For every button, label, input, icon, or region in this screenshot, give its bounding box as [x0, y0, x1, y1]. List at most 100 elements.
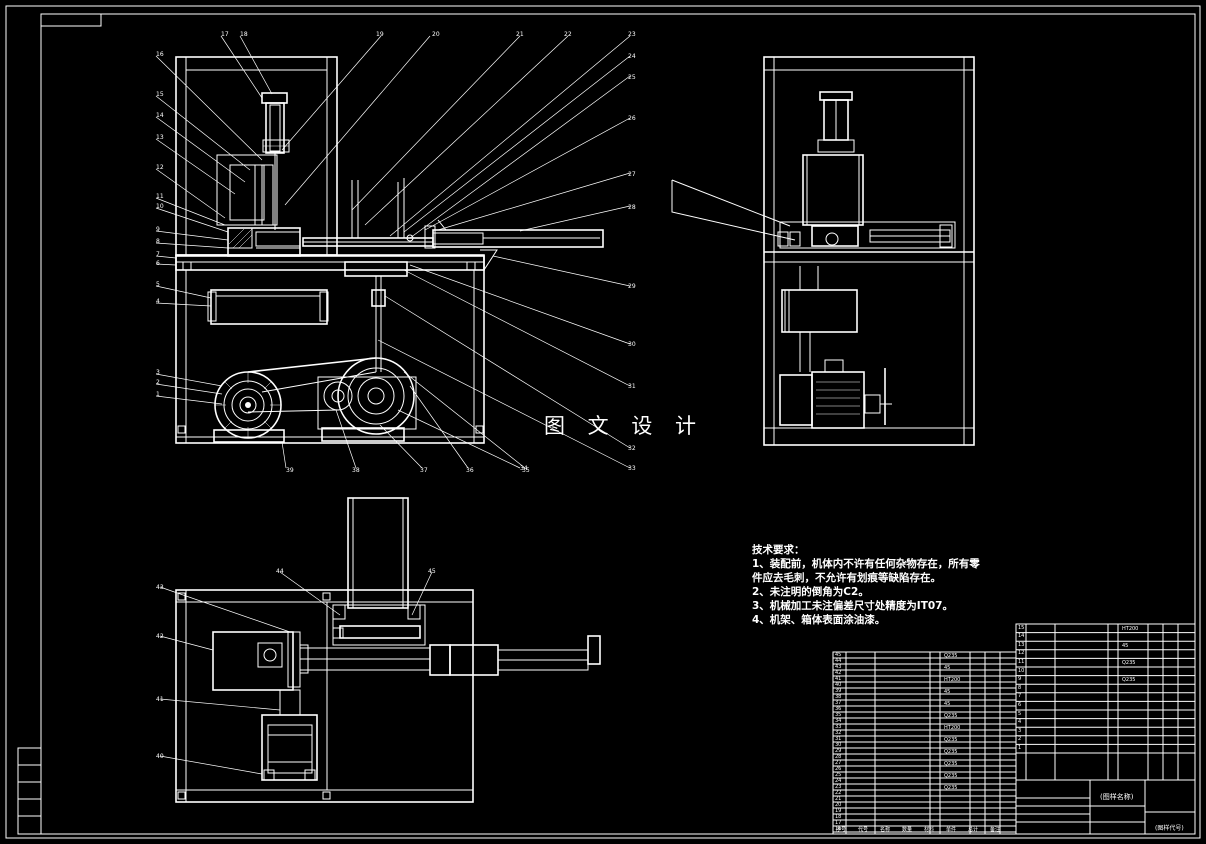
- svg-text:2: 2: [156, 379, 160, 386]
- tech-line-4: 3、机械加工未注偏差尺寸处精度为IT07。: [752, 600, 953, 612]
- bom-left-row-number: 36: [835, 706, 842, 712]
- bom-right-row-number: 10: [1018, 667, 1025, 674]
- bill-of-materials: [832, 623, 1196, 835]
- svg-text:34: 34: [520, 465, 528, 472]
- tech-line-3: 2、未注明的倒角为C2。: [752, 586, 869, 598]
- svg-text:30: 30: [628, 341, 636, 348]
- bom-left-row-number: 21: [835, 796, 842, 802]
- svg-text:38: 38: [352, 467, 360, 474]
- bom-right-row-number: 15: [1018, 624, 1025, 631]
- bom-header-col: 备注: [990, 827, 1001, 833]
- svg-text:26: 26: [628, 115, 636, 122]
- svg-text:25: 25: [628, 74, 636, 81]
- bom-left-row-number: 33: [835, 724, 842, 730]
- svg-text:9: 9: [156, 226, 160, 233]
- tech-line-2: 件应去毛刺，不允许有划痕等缺陷存在。: [752, 572, 941, 584]
- bom-right-row-number: 5: [1018, 710, 1022, 717]
- bom-right-row-number: 11: [1018, 659, 1025, 665]
- bom-left-row-number: 37: [835, 700, 842, 706]
- bom-material: HT200: [944, 725, 961, 731]
- svg-text:16: 16: [156, 51, 164, 58]
- bom-right-row-number: 7: [1018, 693, 1022, 700]
- bom-right-row-number: 13: [1018, 641, 1025, 648]
- bom-left-row-number: 25: [835, 772, 842, 778]
- svg-text:40: 40: [156, 753, 164, 760]
- svg-text:44: 44: [276, 568, 284, 575]
- svg-text:20: 20: [432, 31, 440, 38]
- bom-material: Q235: [944, 785, 958, 791]
- svg-text:8: 8: [156, 238, 160, 245]
- svg-text:31: 31: [628, 383, 636, 390]
- bom-left-row-number: 31: [835, 736, 842, 742]
- bom-left-row-number: 43: [835, 664, 842, 670]
- bom-left-row-number: 19: [835, 808, 842, 814]
- bom-left-row-number: 39: [835, 688, 842, 694]
- bom-left-row-number: 42: [835, 670, 842, 676]
- svg-text:23: 23: [628, 31, 636, 38]
- drawing-name: (图样名称): [1100, 793, 1134, 801]
- bom-left-row-number: 24: [835, 778, 842, 784]
- tech-line-5: 4、机架、箱体表面涂油漆。: [752, 614, 886, 626]
- svg-text:10: 10: [156, 203, 164, 210]
- side-view: [671, 56, 975, 446]
- bom-right-row-number: 14: [1018, 633, 1025, 640]
- bom-left-row-number: 23: [835, 784, 842, 790]
- svg-text:13: 13: [156, 134, 164, 141]
- bom-material: Q235: [1122, 677, 1136, 683]
- svg-text:32: 32: [628, 445, 636, 452]
- svg-text:14: 14: [156, 112, 164, 119]
- svg-text:1: 1: [156, 391, 160, 398]
- bom-header-col: 单件: [946, 827, 957, 833]
- svg-text:6: 6: [156, 260, 160, 267]
- outer-border: [5, 5, 1201, 839]
- bom-material: 45: [944, 689, 951, 695]
- svg-text:27: 27: [628, 171, 636, 178]
- bom-material: HT200: [944, 677, 961, 683]
- bom-right-row-number: 8: [1018, 684, 1022, 691]
- bom-material: 45: [944, 665, 951, 671]
- svg-text:12: 12: [156, 164, 164, 171]
- bom-header-col: 名称: [880, 827, 891, 833]
- bom-material: Q235: [944, 713, 958, 719]
- watermark-text: 图 文 设 计: [544, 414, 705, 438]
- left-margin-boxes: [17, 747, 42, 835]
- bom-left-row-number: 28: [835, 754, 842, 760]
- bom-right-row-number: 4: [1018, 719, 1022, 726]
- bom-header-col: 数量: [902, 827, 913, 833]
- svg-text:21: 21: [516, 31, 524, 38]
- svg-text:29: 29: [628, 283, 636, 290]
- svg-text:24: 24: [628, 53, 636, 60]
- svg-text:19: 19: [376, 31, 384, 38]
- svg-text:33: 33: [628, 465, 636, 472]
- bom-header-col: 序号: [836, 827, 847, 833]
- bom-left-row-number: 18: [835, 814, 842, 820]
- svg-text:5: 5: [156, 281, 160, 288]
- drawing-code: (图样代号): [1155, 825, 1184, 832]
- svg-text:4: 4: [156, 298, 160, 305]
- svg-text:35: 35: [522, 467, 530, 474]
- svg-text:37: 37: [420, 467, 428, 474]
- svg-text:42: 42: [156, 633, 164, 640]
- bom-header-col: 材料: [924, 827, 935, 833]
- bom-material: Q235: [1122, 660, 1136, 666]
- svg-text:18: 18: [240, 31, 248, 38]
- svg-text:3: 3: [156, 369, 160, 376]
- svg-text:22: 22: [564, 31, 572, 38]
- bom-material: Q235: [944, 653, 958, 659]
- svg-text:45: 45: [428, 568, 436, 575]
- bom-left-row-number: 32: [835, 730, 842, 736]
- svg-text:43: 43: [156, 584, 164, 591]
- svg-text:41: 41: [156, 696, 164, 703]
- bom-left-row-number: 41: [835, 676, 842, 682]
- svg-text:7: 7: [156, 251, 160, 258]
- plan-view: 43 42 41 40 44 45: [156, 497, 601, 803]
- svg-text:39: 39: [286, 467, 294, 474]
- bom-right-row-number: 6: [1018, 702, 1022, 708]
- bom-left-row-number: 34: [835, 718, 842, 724]
- drawing-frame: [40, 13, 1196, 835]
- bom-right-row-number: 1: [1018, 745, 1022, 751]
- bom-material: Q235: [944, 761, 958, 767]
- bom-left-row-number: 38: [835, 694, 842, 700]
- corner-code-box: [40, 13, 102, 27]
